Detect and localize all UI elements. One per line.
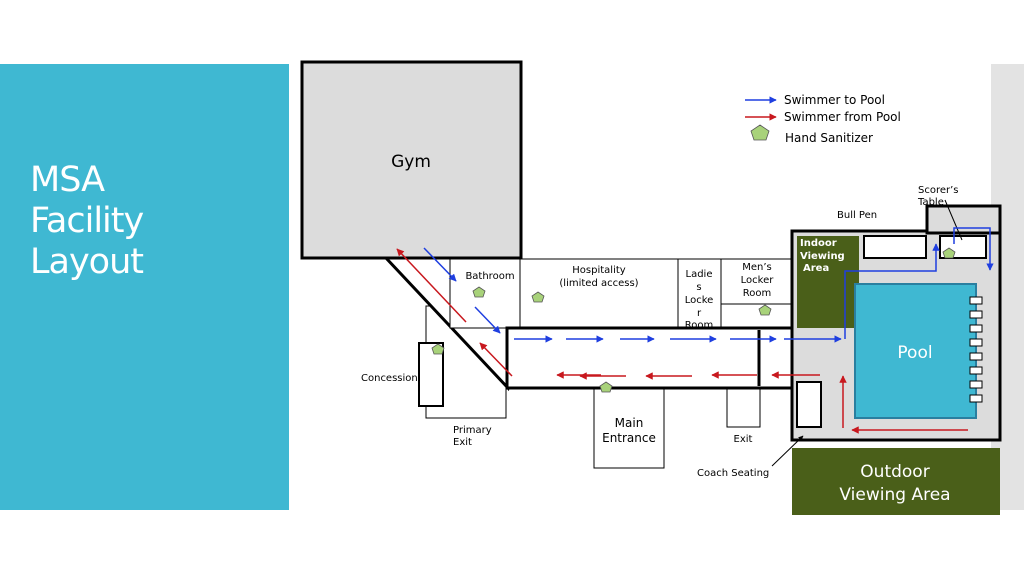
ladies-locker-room bbox=[677, 258, 722, 329]
red-arrow bbox=[396, 248, 467, 323]
indoor-viewing-label-3: Area bbox=[803, 263, 829, 274]
hand-sanitizer-icon bbox=[531, 291, 545, 303]
concession-counter bbox=[418, 342, 444, 407]
legend: Swimmer to Pool Swimmer from Pool Hand S… bbox=[745, 93, 901, 145]
ladies-label-1: Ladie bbox=[686, 269, 713, 280]
ladies-label-4: r bbox=[697, 308, 702, 319]
blue-arrow bbox=[474, 306, 501, 334]
pool-water bbox=[854, 283, 977, 419]
coach-seating-pointer bbox=[771, 435, 804, 467]
main-corridor bbox=[505, 326, 794, 390]
coach-seating-label: Coach Seating bbox=[697, 468, 769, 479]
red-arrow bbox=[479, 342, 513, 377]
hand-sanitizer-icon bbox=[942, 247, 956, 259]
mens-locker-room bbox=[720, 258, 793, 329]
primary-exit-label-2: Exit bbox=[453, 437, 472, 448]
concession-label: Concession bbox=[361, 373, 418, 384]
swimmer-from-pool-route bbox=[396, 248, 968, 434]
exit-door bbox=[726, 388, 761, 428]
bull-pen-label: Bull Pen bbox=[837, 210, 877, 221]
gym-room bbox=[300, 60, 523, 260]
exit-label: Exit bbox=[734, 434, 753, 445]
scorers-table-label-2: Table bbox=[917, 197, 944, 208]
outdoor-viewing-area bbox=[792, 448, 1000, 515]
mens-label-3: Room bbox=[743, 288, 771, 299]
legend-sanitizer-icon bbox=[750, 124, 770, 141]
outdoor-viewing-label-2: Viewing Area bbox=[839, 485, 950, 505]
gym-label: Gym bbox=[391, 152, 431, 172]
starting-block bbox=[969, 366, 983, 375]
outdoor-viewing-label-1: Outdoor bbox=[860, 462, 929, 482]
main-entrance-label-1: Main bbox=[615, 416, 644, 430]
starting-block bbox=[969, 310, 983, 319]
mens-label-1: Men’s bbox=[742, 262, 772, 273]
hand-sanitizer-icon bbox=[472, 286, 486, 298]
starting-block bbox=[969, 324, 983, 333]
scorers-table-label-1: Scorer’s bbox=[918, 185, 959, 196]
blue-arrow bbox=[423, 247, 457, 282]
bull-pen-bench bbox=[863, 235, 927, 259]
starting-block bbox=[969, 338, 983, 347]
ladies-label-3: Locke bbox=[685, 295, 714, 306]
hand-sanitizers bbox=[431, 247, 956, 393]
hand-sanitizer-icon bbox=[599, 381, 613, 393]
title-panel bbox=[0, 64, 289, 510]
hand-sanitizer-icon bbox=[758, 304, 772, 316]
starting-blocks bbox=[969, 296, 983, 403]
indoor-viewing-label-1: Indoor bbox=[800, 238, 837, 249]
scorers-table-area bbox=[925, 204, 1002, 235]
coach-seating bbox=[796, 381, 822, 428]
hospitality-label-2: (limited access) bbox=[559, 278, 638, 289]
ladies-label-2: s bbox=[696, 282, 701, 293]
main-entrance bbox=[593, 388, 665, 469]
blue-arrow bbox=[953, 227, 994, 271]
primary-exit-label-1: Primary bbox=[453, 425, 492, 436]
starting-block bbox=[969, 352, 983, 361]
bathroom-label: Bathroom bbox=[465, 271, 514, 282]
legend-hand-sanitizer: Hand Sanitizer bbox=[785, 131, 873, 145]
hand-sanitizer-icon bbox=[431, 343, 445, 355]
legend-swimmer-from-pool: Swimmer from Pool bbox=[784, 110, 901, 124]
indoor-viewing-area bbox=[797, 236, 859, 328]
starting-block bbox=[969, 296, 983, 305]
main-entrance-label-2: Entrance bbox=[602, 431, 656, 445]
swimmer-to-pool-route bbox=[423, 227, 994, 343]
starting-block bbox=[969, 394, 983, 403]
blue-arrow bbox=[844, 243, 940, 339]
hospitality-label-1: Hospitality bbox=[572, 265, 626, 276]
slide-title: MSA Facility Layout bbox=[30, 160, 144, 282]
legend-swimmer-to-pool: Swimmer to Pool bbox=[784, 93, 885, 107]
indoor-viewing-label-2: Viewing bbox=[800, 251, 845, 262]
scorers-table-pointer bbox=[944, 199, 963, 241]
ladies-label-5: Room bbox=[685, 320, 713, 331]
starting-block bbox=[969, 380, 983, 389]
mens-label-2: Locker bbox=[741, 275, 775, 286]
pool-label: Pool bbox=[897, 343, 932, 363]
